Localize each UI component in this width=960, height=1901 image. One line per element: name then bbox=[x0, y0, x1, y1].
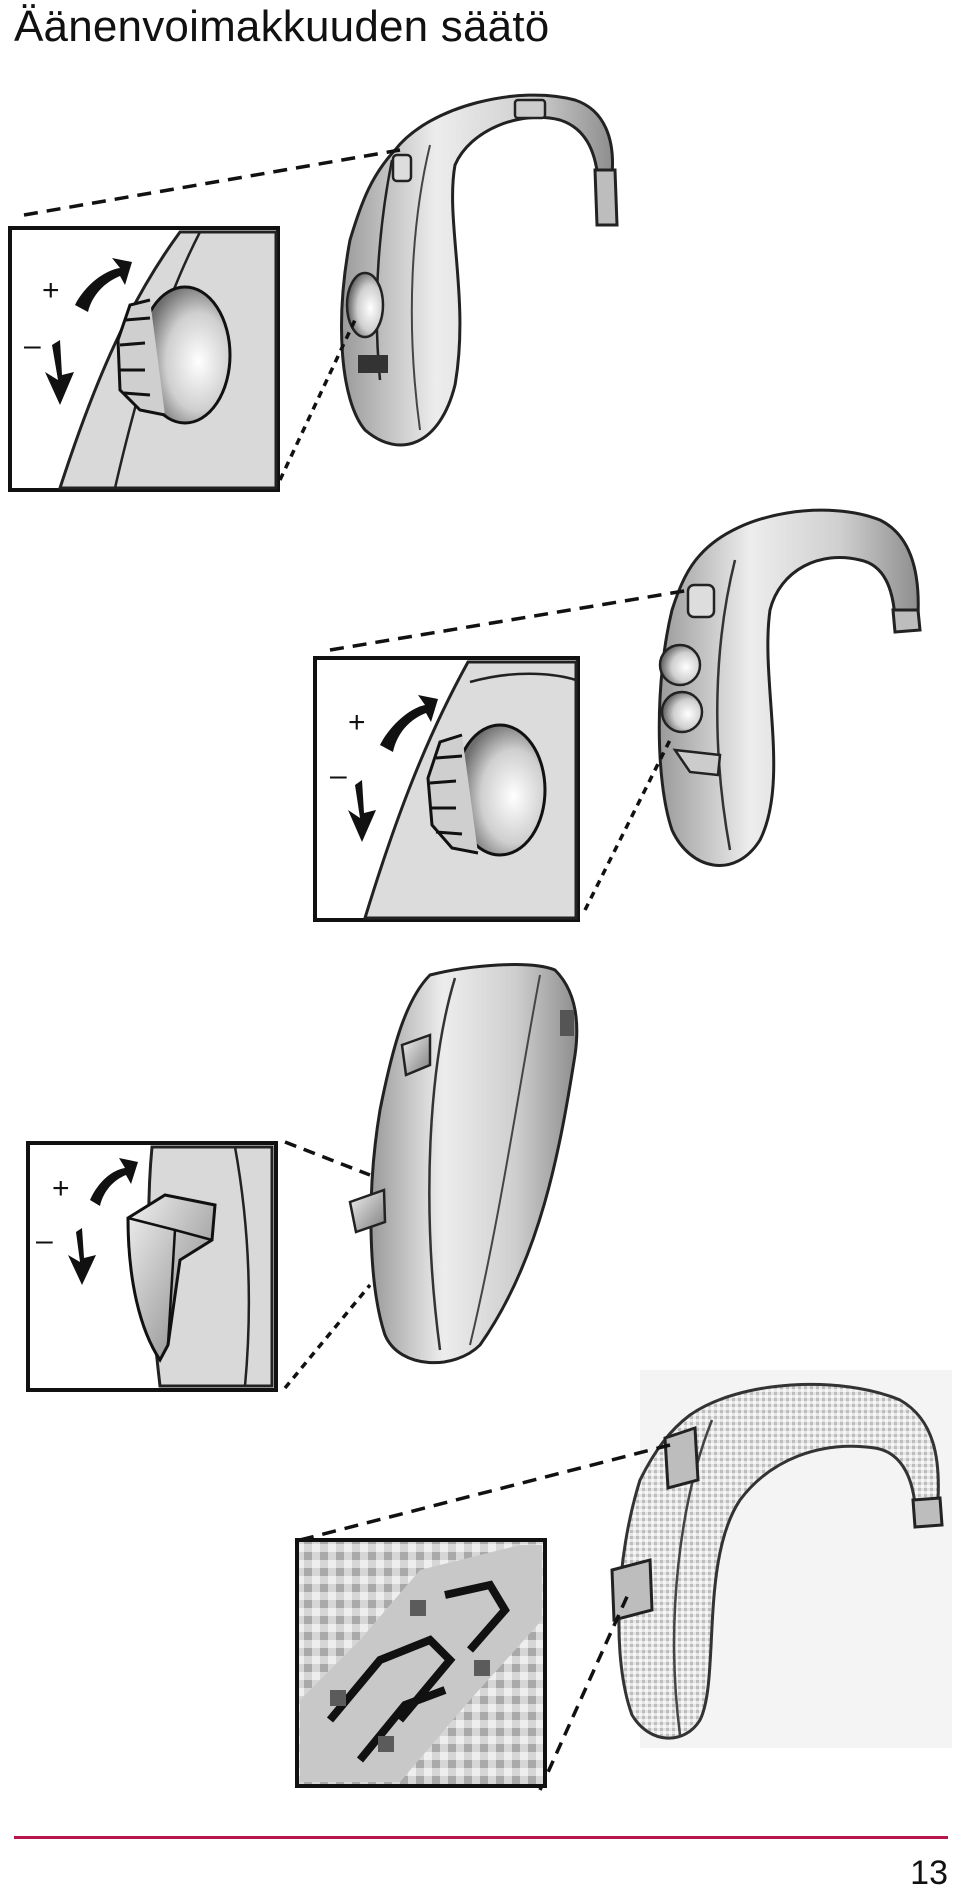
illustration-3: + – bbox=[26, 963, 579, 1392]
minus-sign: – bbox=[24, 329, 41, 362]
minus-sign: – bbox=[330, 759, 347, 792]
minus-sign: – bbox=[36, 1224, 53, 1257]
plus-sign: + bbox=[52, 1172, 70, 1205]
plus-sign: + bbox=[42, 274, 60, 307]
illustration-4 bbox=[295, 1370, 952, 1791]
hearing-aid-device-4 bbox=[610, 1382, 944, 1740]
page-title: Äänenvoimakkuuden säätö bbox=[14, 2, 550, 51]
inset-4 bbox=[295, 1538, 547, 1788]
hearing-aid-device-1 bbox=[340, 93, 619, 447]
inset-1 bbox=[8, 226, 280, 492]
hearing-aid-device-2 bbox=[657, 508, 922, 867]
illustration-2: + – bbox=[313, 508, 922, 922]
hearing-aid-device-3 bbox=[348, 963, 579, 1365]
illustration-1: + – bbox=[8, 93, 619, 492]
inset-3 bbox=[26, 1141, 278, 1392]
page-number: 13 bbox=[910, 1854, 948, 1892]
plus-sign: + bbox=[348, 706, 366, 739]
inset-2 bbox=[313, 656, 580, 922]
footer-divider bbox=[14, 1836, 948, 1839]
